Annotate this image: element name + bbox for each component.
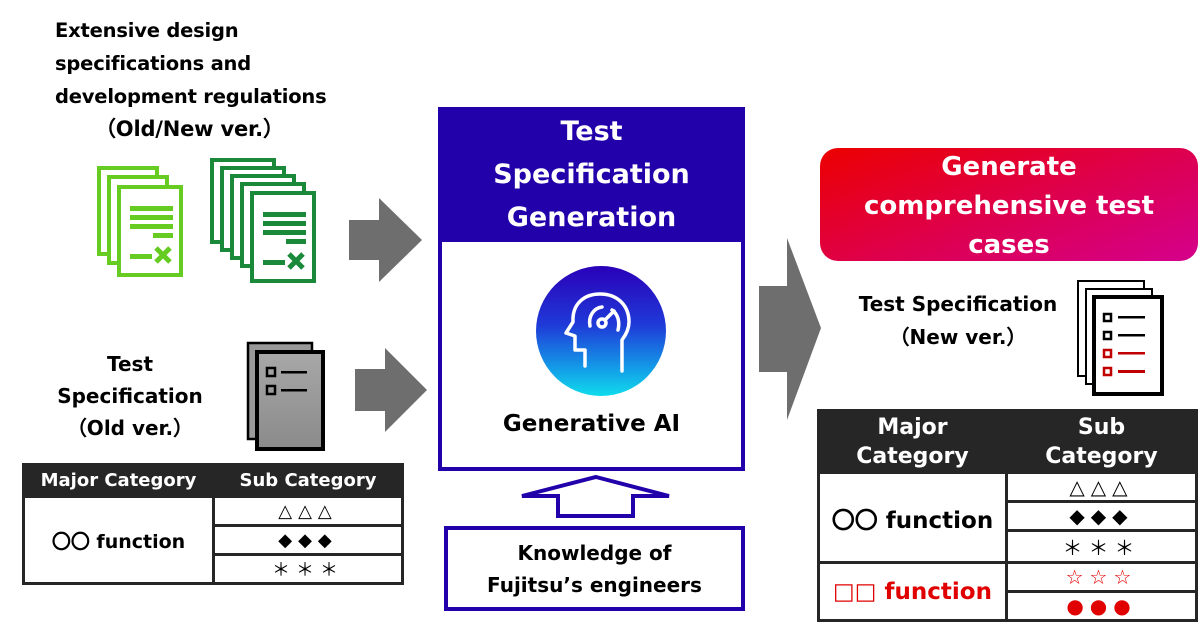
table-row: ◆◆◆	[24, 524, 404, 556]
header-sub-category: Sub Category	[1005, 409, 1198, 474]
banner-line: Generate	[941, 152, 1077, 182]
generation-header: Test Specification Generation	[438, 107, 745, 242]
header-line: Major	[877, 414, 948, 440]
knowledge-line: Fujitsu’s engineers	[487, 573, 702, 597]
new-spec-title-line: Test Specification	[858, 292, 1058, 316]
old-spec-version: （Old ver.）	[66, 416, 194, 440]
old-spec-table: Major Category Sub Category 〇〇 function …	[22, 463, 404, 585]
sub-category-cell: △△△	[212, 495, 404, 527]
table-row: ◆◆◆	[819, 500, 1198, 532]
generate-test-cases-banner: Generate comprehensive test cases	[820, 148, 1198, 261]
table-row: ＊＊＊	[24, 553, 404, 585]
new-spec-table: Major Category Sub Category 〇〇 function …	[817, 409, 1198, 622]
sub-category-cell: △△△	[1005, 471, 1198, 503]
new-spec-version: （New ver.）	[889, 325, 1027, 349]
test-spec-generation-box: Test Specification Generation Generative…	[438, 107, 745, 471]
new-sub-category-cell: ☆☆☆	[1005, 561, 1198, 593]
source-title-line: Extensive design	[55, 19, 239, 42]
banner-line: comprehensive test	[863, 191, 1155, 221]
table-row-new: ●●●	[819, 590, 1198, 622]
sub-category-cell: ＊＊＊	[1005, 529, 1198, 564]
new-major-category-cell: □□ function	[817, 561, 1008, 622]
up-arrow-outline-icon	[521, 474, 670, 518]
table-row: 〇〇 function △△△	[817, 471, 1198, 564]
header-line: Category	[856, 443, 969, 469]
header-line: Category	[1045, 443, 1158, 469]
source-title-line: specifications and	[55, 52, 251, 75]
major-category-cell: 〇〇 function	[817, 471, 1008, 564]
old-spec-title-line: Specification	[57, 384, 203, 408]
generation-header-line: Generation	[506, 202, 677, 233]
table-row-new: □□ function ☆☆☆	[817, 561, 1198, 622]
header-line: Sub	[1077, 414, 1126, 440]
header-major-category: Major Category	[817, 409, 1008, 474]
sub-category-cell: ◆◆◆	[212, 524, 404, 556]
right-arrow-icon	[355, 348, 427, 432]
new-spec-title: Test Specification （New ver.）	[848, 288, 1068, 354]
header-sub-category: Sub Category	[212, 463, 404, 498]
generative-ai-label: Generative AI	[502, 411, 681, 437]
document-stack-light-green-icon	[97, 166, 183, 277]
sub-category-cell: ＊＊＊	[212, 553, 404, 585]
checklist-document-red-icon	[1077, 280, 1164, 396]
old-spec-title-line: Test	[106, 352, 153, 376]
generation-header-line: Test	[560, 116, 623, 147]
new-sub-category-cell: ●●●	[1005, 590, 1198, 622]
major-category-cell: 〇〇 function	[22, 495, 215, 585]
header-major-category: Major Category	[22, 463, 215, 498]
right-arrow-icon	[349, 198, 422, 282]
engineer-knowledge-box: Knowledge of Fujitsu’s engineers	[444, 526, 745, 611]
generation-header-line: Specification	[493, 159, 690, 190]
right-arrow-large-icon	[759, 238, 821, 420]
old-spec-title: Test Specification （Old ver.）	[40, 348, 220, 444]
ai-head-gauge-icon	[536, 266, 666, 396]
sub-category-cell: ◆◆◆	[1005, 500, 1198, 532]
document-stack-dark-green-icon	[210, 158, 316, 283]
source-title-line: development regulations	[55, 85, 327, 108]
source-docs-title: Extensive design specifications and deve…	[55, 14, 355, 146]
table-row: 〇〇 function △△△	[22, 495, 404, 585]
source-title-version: （Old/New ver.）	[95, 117, 284, 141]
checklist-document-gray-icon	[246, 341, 325, 451]
table-row: ＊＊＊	[819, 529, 1198, 564]
banner-line: cases	[968, 230, 1050, 260]
knowledge-line: Knowledge of	[517, 541, 672, 565]
